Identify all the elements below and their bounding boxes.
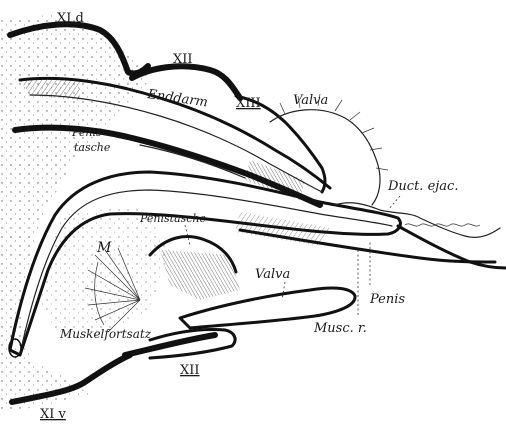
- label-penistasche-mid: Penistasche: [139, 212, 207, 225]
- label-enddarm: Enddarm: [145, 87, 208, 110]
- label-penis: Penis: [369, 292, 405, 307]
- duct-ejac-squiggle: [405, 224, 480, 226]
- label-muskelfortsatz: Muskelfortsatz: [59, 327, 152, 341]
- leader-valva-mid: [282, 282, 285, 300]
- leader-penistasche-mid: [185, 225, 190, 245]
- label-penistasche-upper-2: tasche: [74, 141, 111, 154]
- label-xii-top: XII: [173, 52, 193, 67]
- label-xiii: XIII: [236, 96, 261, 111]
- musc-r-hatch: [235, 212, 330, 246]
- leader-duct-ejac: [388, 196, 400, 210]
- label-xii-bottom: XII: [180, 363, 200, 378]
- stippled-tissue-region-2: [40, 205, 170, 340]
- label-penistasche-upper-1: Penis-: [71, 126, 106, 139]
- penistasche-hatch: [245, 160, 305, 200]
- label-valva-mid: Valva: [255, 267, 290, 282]
- label-duct-ejac: Duct. ejac.: [387, 179, 458, 194]
- label-xi-d: XI d: [57, 11, 84, 26]
- penistasche-mid-hatch: [160, 250, 240, 300]
- label-xi-v: XI v: [40, 407, 67, 422]
- label-m: M: [96, 240, 112, 256]
- label-musc-r: Musc. r.: [313, 321, 367, 336]
- label-valva-top: Valva: [293, 93, 328, 108]
